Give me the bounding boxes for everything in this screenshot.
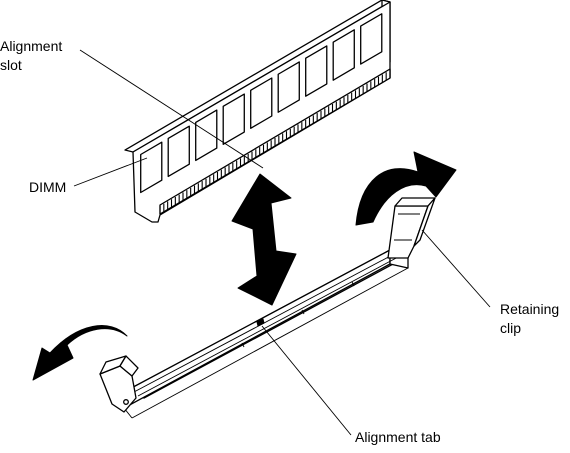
memory-chip [140,141,163,194]
leader-retaining-clip [421,229,491,308]
leader-alignment-tab [261,325,352,436]
leader-dimm [73,157,148,187]
leader-alignment-slot [79,49,264,169]
memory-chip [222,93,245,146]
retaining-clip-left [99,355,139,413]
memory-chip [277,61,300,113]
dimm-module [124,0,391,223]
memory-chip [305,45,328,97]
alignment-tab-key [256,318,265,327]
dimm-gold-contacts [159,68,391,215]
curved-arrow-right-icon [355,151,457,226]
memory-chip [195,109,218,162]
label-alignment-slot-line2: slot [0,57,22,73]
label-retaining-clip-line2: clip [500,320,521,336]
label-alignment-tab: Alignment tab [355,429,441,445]
label-retaining-clip-line1: Retaining [500,301,559,317]
curved-arrow-left-icon [32,325,128,381]
memory-chip [360,13,383,65]
memory-chip [167,125,190,178]
retaining-clip-right [387,197,436,259]
label-dimm: DIMM [29,179,66,195]
dimm-memory-chips [140,13,383,194]
memory-chip [250,77,273,129]
label-alignment-slot-line1: Alignment [0,38,62,54]
double-arrow-icon [231,173,297,306]
memory-chip [332,29,355,81]
